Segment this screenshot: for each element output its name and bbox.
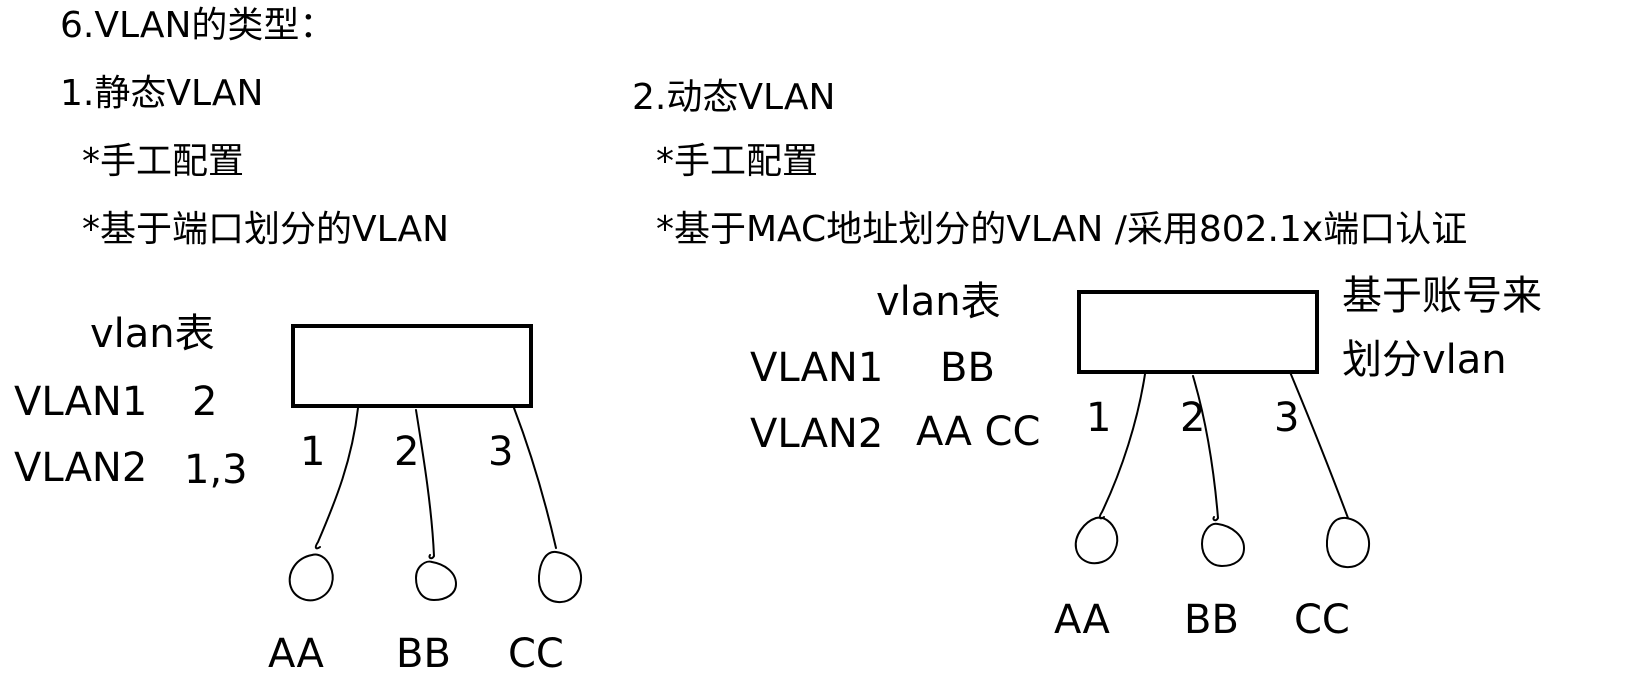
- dynamic-row-1-value: BB: [940, 345, 995, 391]
- dynamic-port-2: 2: [1180, 395, 1206, 441]
- dynamic-port-1: 1: [1086, 395, 1112, 441]
- static-cable-3: [513, 407, 557, 549]
- static-port-2: 2: [394, 429, 420, 475]
- static-row-2-name: VLAN2: [14, 445, 148, 491]
- static-cable-2: [415, 409, 435, 560]
- static-bullet-1: *手工配置: [82, 141, 245, 182]
- page-title: 6.VLAN的类型：: [60, 5, 336, 46]
- dynamic-bullet-1: *手工配置: [656, 141, 819, 182]
- dynamic-bullet-2: *基于MAC地址划分的VLAN /采用802.1x端口认证: [656, 209, 1468, 250]
- static-port-3: 3: [488, 429, 514, 475]
- static-row-1-value: 2: [192, 379, 218, 425]
- dynamic-row-2-value: AA CC: [916, 409, 1041, 455]
- dynamic-row-1-name: VLAN1: [750, 345, 884, 391]
- static-cable-1: [314, 407, 359, 550]
- static-host-cc: [537, 550, 583, 604]
- dynamic-host-aa: [1074, 516, 1119, 565]
- static-host-bb-label: BB: [396, 631, 451, 677]
- static-host-cc-label: CC: [508, 631, 564, 677]
- dynamic-note-line-2: 划分vlan: [1342, 337, 1507, 383]
- static-port-1: 1: [300, 429, 326, 475]
- dynamic-host-bb: [1201, 522, 1245, 567]
- dynamic-note-line-1: 基于账号来: [1342, 273, 1542, 319]
- static-switch-box: [291, 324, 533, 408]
- static-row-1-name: VLAN1: [14, 379, 148, 425]
- static-host-aa: [288, 553, 334, 602]
- dynamic-host-cc: [1325, 516, 1371, 569]
- dynamic-host-bb-label: BB: [1184, 597, 1239, 643]
- static-host-aa-label: AA: [268, 631, 324, 677]
- dynamic-host-aa-label: AA: [1054, 597, 1110, 643]
- static-row-2-value: 1,3: [184, 447, 248, 493]
- dynamic-cable-3: [1289, 371, 1349, 519]
- static-vlan-heading: 1.静态VLAN: [60, 73, 264, 114]
- dynamic-vlan-heading: 2.动态VLAN: [632, 77, 836, 118]
- static-table-title: vlan表: [90, 311, 215, 357]
- dynamic-host-cc-label: CC: [1294, 597, 1350, 643]
- dynamic-row-2-name: VLAN2: [750, 411, 884, 457]
- dynamic-cable-2: [1192, 375, 1219, 522]
- static-bullet-2: *基于端口划分的VLAN: [82, 209, 450, 250]
- dynamic-table-title: vlan表: [876, 279, 1001, 325]
- dynamic-port-3: 3: [1274, 395, 1300, 441]
- dynamic-switch-box: [1077, 290, 1319, 374]
- static-host-bb: [415, 560, 457, 601]
